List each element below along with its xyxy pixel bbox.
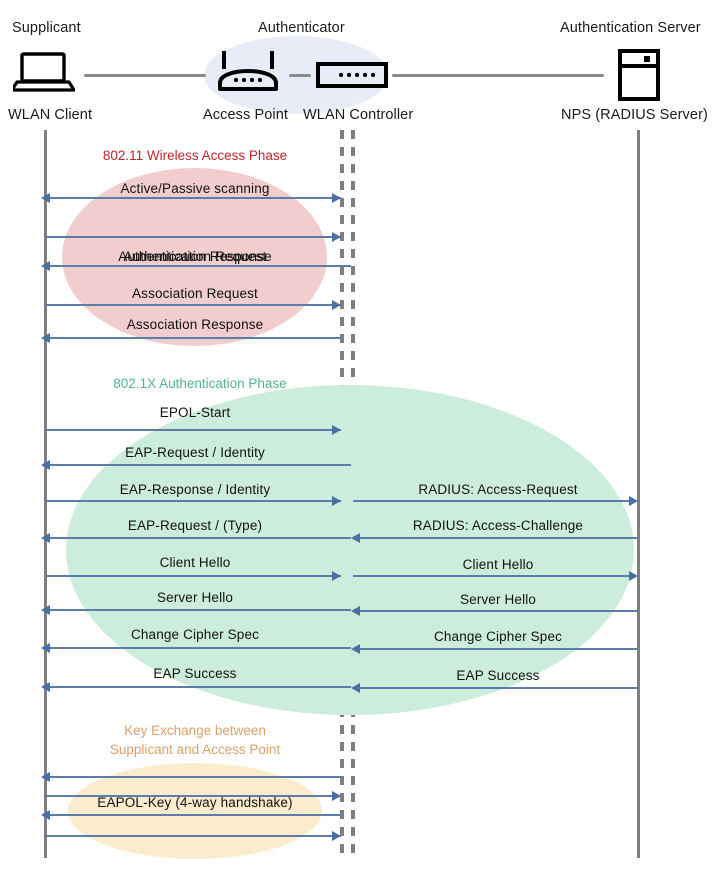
message-label-1-2: EAP-Response / Identity: [119, 482, 271, 497]
phase-label-key-exchange-line2: Supplicant and Access Point: [109, 742, 281, 757]
message-arrowhead-right-0-0: [332, 193, 341, 203]
message-arrowhead-left-1-6: [41, 643, 50, 653]
radius-arrowhead-right-1-2: [629, 496, 638, 506]
link-wlc-to-server: [392, 74, 604, 77]
message-line-1-5: [50, 609, 351, 611]
message-arrowhead-left-0-4: [41, 333, 50, 343]
message-label-1-7: EAP Success: [153, 666, 237, 681]
phase-blob-key-exchange: [68, 763, 322, 859]
link-ap-to-wlc: [289, 74, 311, 77]
access-point-icon: [214, 49, 282, 98]
message-line-0-1: [45, 236, 341, 238]
actor-name-access-point: Access Point: [203, 107, 289, 123]
message-line-1-1: [50, 464, 351, 466]
phase-label-key-exchange-line1: Key Exchange between: [124, 723, 266, 738]
message-line-0-4: [50, 337, 341, 339]
message-arrowhead-left-0-2: [41, 261, 50, 271]
message-arrowhead-right-0-1: [332, 232, 341, 242]
message-arrowhead-left-1-5: [41, 605, 50, 615]
key-exchange-arrowhead-left-2: [41, 810, 50, 820]
message-line-0-2: [50, 265, 351, 267]
message-label-0-4: Association Response: [126, 317, 264, 332]
radius-label-1-6: Change Cipher Spec: [433, 629, 563, 644]
message-line-1-6: [50, 647, 351, 649]
key-exchange-arrowhead-right-3: [332, 831, 341, 841]
radius-line-1-5: [360, 610, 637, 612]
message-line-1-4: [45, 575, 341, 577]
message-arrowhead-left-1-1: [41, 460, 50, 470]
radius-arrowhead-left-1-3: [351, 533, 360, 543]
message-label-1-1: EAP-Request / Identity: [125, 445, 265, 460]
wlan-controller-icon: [316, 62, 388, 93]
radius-arrowhead-left-1-6: [351, 644, 360, 654]
radius-line-1-2: [353, 500, 629, 502]
radius-label-1-3: RADIUS: Access-Challenge: [412, 518, 584, 533]
message-line-0-0: [50, 197, 341, 199]
message-label-0-0: Active/Passive scanning: [120, 181, 270, 196]
message-line-1-3: [50, 537, 351, 539]
message-line-1-7: [50, 686, 351, 688]
message-line-1-2: [45, 500, 341, 502]
phase-label-wireless-access: 802.11 Wireless Access Phase: [102, 148, 288, 163]
radius-arrowhead-left-1-5: [351, 606, 360, 616]
radius-line-1-4: [353, 575, 629, 577]
actor-role-authenticator: Authenticator: [258, 20, 345, 36]
lifeline-supplicant: [44, 130, 47, 858]
server-icon: [617, 49, 661, 106]
message-label-1-4: Client Hello: [159, 555, 231, 570]
radius-arrowhead-right-1-4: [629, 571, 638, 581]
message-line-1-0: [45, 429, 341, 431]
message-label-0-3: Association Request: [132, 286, 258, 301]
key-exchange-handshake-label: EAPOL-Key (4-way handshake): [97, 795, 293, 810]
link-client-to-ap: [84, 74, 206, 77]
actor-role-supplicant: Supplicant: [12, 20, 81, 36]
message-arrowhead-right-1-2: [332, 496, 341, 506]
actor-role-authentication-server: Authentication Server: [560, 20, 701, 36]
phase-blob-dot1x-authentication: [66, 385, 634, 715]
message-arrowhead-left-1-7: [41, 682, 50, 692]
message-arrowhead-left-1-3: [41, 533, 50, 543]
message-label-1-5: Server Hello: [156, 590, 234, 605]
radius-label-1-2: RADIUS: Access-Request: [418, 482, 578, 497]
message-arrowhead-left-0-0: [41, 193, 50, 203]
message-line-0-3: [45, 304, 341, 306]
message-arrowhead-right-0-3: [332, 300, 341, 310]
message-label-1-0: EPOL-Start: [159, 405, 231, 420]
message-arrowhead-right-1-0: [332, 425, 341, 435]
radius-label-1-4: Client Hello: [462, 557, 534, 572]
phase-label-dot1x-authentication: 802.1X Authentication Phase: [113, 376, 287, 391]
key-exchange-line-2: [50, 814, 341, 816]
key-exchange-line-3: [45, 835, 341, 837]
radius-line-1-6: [360, 648, 637, 650]
actor-name-wlan-client: WLAN Client: [8, 107, 93, 123]
actor-name-nps-radius-server: NPS (RADIUS Server): [561, 107, 708, 123]
lifeline-auth-server: [637, 130, 640, 858]
key-exchange-arrowhead-left-0: [41, 772, 50, 782]
radius-label-1-7: EAP Success: [456, 668, 540, 683]
key-exchange-line-0: [50, 776, 341, 778]
key-exchange-arrowhead-right-1: [332, 791, 341, 801]
radius-line-1-7: [360, 687, 637, 689]
key-exchange-line-1: [45, 795, 341, 797]
laptop-icon: [10, 52, 76, 97]
message-arrowhead-right-1-4: [332, 571, 341, 581]
radius-label-1-5: Server Hello: [459, 592, 537, 607]
actor-name-wlan-controller: WLAN Controller: [303, 107, 414, 123]
message-label-0-2: Authentication Response: [118, 249, 272, 264]
message-label-0-1: Authentication Request: [123, 249, 267, 264]
message-label-1-3: EAP-Request / (Type): [127, 518, 263, 533]
message-label-1-6: Change Cipher Spec: [130, 627, 260, 642]
radius-arrowhead-left-1-7: [351, 683, 360, 693]
radius-line-1-3: [360, 537, 637, 539]
